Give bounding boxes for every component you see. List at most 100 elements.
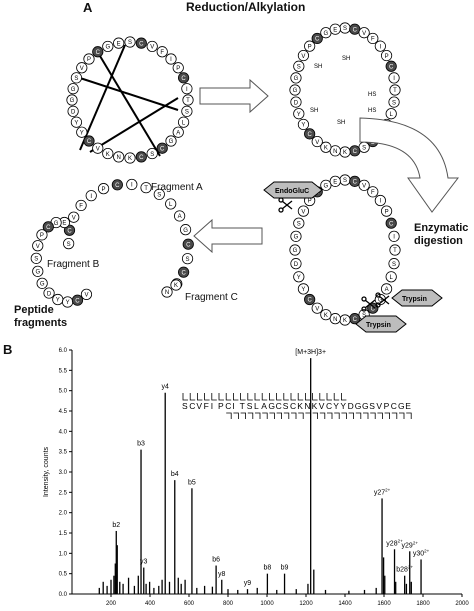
sequence-residue: G xyxy=(268,401,275,411)
svg-text:V: V xyxy=(96,146,100,152)
amino-acid-residue: D xyxy=(43,287,55,299)
svg-text:C: C xyxy=(315,37,320,43)
cysteine-residue: C xyxy=(385,217,397,229)
peak-label: b5 xyxy=(188,479,196,486)
cysteine-residue: C xyxy=(367,302,379,314)
b-ion-marker xyxy=(254,393,260,401)
amino-acid-residue: L xyxy=(165,198,177,210)
sequence-residue: G xyxy=(398,401,405,411)
cysteine-residue: C xyxy=(311,32,323,45)
cysteine-residue: C xyxy=(42,221,54,233)
svg-text:S: S xyxy=(362,145,366,151)
amino-acid-residue: G xyxy=(66,94,78,106)
amino-acid-residue: S xyxy=(388,96,400,108)
amino-acid-residue: V xyxy=(92,142,104,154)
svg-text:SH: SH xyxy=(310,108,318,114)
spectrum-axes: 0.00.51.01.52.02.53.03.54.04.55.05.56.02… xyxy=(43,348,469,607)
amino-acid-residue: P xyxy=(380,49,393,62)
x-tick-label: 200 xyxy=(106,601,117,607)
svg-text:P: P xyxy=(385,54,389,60)
svg-text:P: P xyxy=(176,66,180,72)
amino-acid-residue: S xyxy=(30,252,42,264)
amino-acid-residue: I xyxy=(388,230,400,242)
y-ion-marker xyxy=(255,412,261,419)
amino-acid-residue: I xyxy=(374,40,386,52)
svg-text:L: L xyxy=(182,120,186,126)
peak-label: y3 xyxy=(140,559,148,566)
x-tick-label: 1600 xyxy=(377,601,391,607)
b-ion-marker xyxy=(182,393,188,401)
amino-acid-residue: Y xyxy=(297,118,310,131)
svg-text:S: S xyxy=(157,193,161,199)
b-ion-marker xyxy=(297,393,304,401)
sequence-residue: Y xyxy=(340,401,346,411)
svg-text:C: C xyxy=(371,306,376,312)
svg-text:C: C xyxy=(139,155,144,161)
svg-text:A: A xyxy=(385,287,389,293)
svg-text:G: G xyxy=(294,76,299,82)
svg-text:N: N xyxy=(117,155,121,161)
scissors-icon xyxy=(278,197,293,213)
svg-text:I: I xyxy=(170,57,172,63)
sequence-residue: V xyxy=(319,401,325,411)
cysteine-residue: C xyxy=(83,135,95,147)
amino-acid-residue: S xyxy=(293,60,305,72)
svg-text:I: I xyxy=(393,76,395,82)
x-tick-label: 1000 xyxy=(260,601,274,607)
svg-text:K: K xyxy=(324,145,328,151)
svg-text:C: C xyxy=(353,317,358,323)
svg-text:S: S xyxy=(150,152,154,158)
svg-text:G: G xyxy=(324,31,329,37)
amino-acid-residue: G xyxy=(290,72,302,84)
amino-acid-residue: D xyxy=(290,258,302,270)
amino-acid-residue: F xyxy=(156,46,168,58)
b-ion-marker xyxy=(326,393,332,401)
cysteine-residue: C xyxy=(304,128,316,140)
y-tick-label: 5.0 xyxy=(59,389,68,395)
svg-text:C: C xyxy=(389,221,394,227)
amino-acid-residue: V xyxy=(358,179,370,191)
svg-text:G: G xyxy=(71,87,76,93)
peak-label: y292+ xyxy=(402,540,419,549)
sequence-residue: I xyxy=(211,401,213,411)
amino-acid-residue: E xyxy=(329,175,341,187)
y-tick-label: 4.0 xyxy=(59,429,68,435)
y-ion-marker xyxy=(240,412,246,419)
amino-acid-residue: K xyxy=(102,147,114,160)
amino-acid-residue: F xyxy=(367,186,379,198)
amino-acid-residue: F xyxy=(367,32,379,45)
svg-text:F: F xyxy=(371,190,375,196)
b-ion-marker xyxy=(283,393,289,401)
svg-text:S: S xyxy=(392,262,396,268)
x-tick-label: 1200 xyxy=(299,601,313,607)
amino-acid-residue: P xyxy=(97,183,110,195)
cysteine-residue: C xyxy=(92,46,104,58)
cysteine-residue: C xyxy=(349,23,361,35)
amino-acid-residue: V xyxy=(358,27,370,39)
svg-text:C: C xyxy=(46,225,51,231)
sequence-residue: C xyxy=(189,401,195,411)
amino-acid-residue: I xyxy=(126,178,138,191)
sh-labels: SH SH HS HS SH SH xyxy=(310,56,376,126)
svg-text:V: V xyxy=(72,215,76,221)
svg-text:C: C xyxy=(160,146,165,152)
amino-acid-residue: S xyxy=(388,258,400,270)
x-tick-label: 800 xyxy=(223,601,234,607)
svg-text:K: K xyxy=(128,156,132,162)
b-ion-marker xyxy=(233,393,239,401)
amino-acid-residue: S xyxy=(358,141,370,153)
svg-text:P: P xyxy=(40,233,44,239)
svg-text:D: D xyxy=(47,291,52,297)
svg-text:P: P xyxy=(385,209,389,215)
amino-acid-residue: T xyxy=(389,84,401,96)
sequence-residue: V xyxy=(196,401,202,411)
y-ion-marker xyxy=(384,412,390,419)
fragment-c-chain: NK xyxy=(161,279,182,298)
amino-acid-residue: S xyxy=(153,188,165,200)
amino-acid-residue: G xyxy=(165,135,177,147)
y-ion-marker xyxy=(406,412,412,419)
b-ion-marker xyxy=(319,393,325,401)
svg-text:P: P xyxy=(308,199,312,205)
x-tick-label: 600 xyxy=(184,601,195,607)
